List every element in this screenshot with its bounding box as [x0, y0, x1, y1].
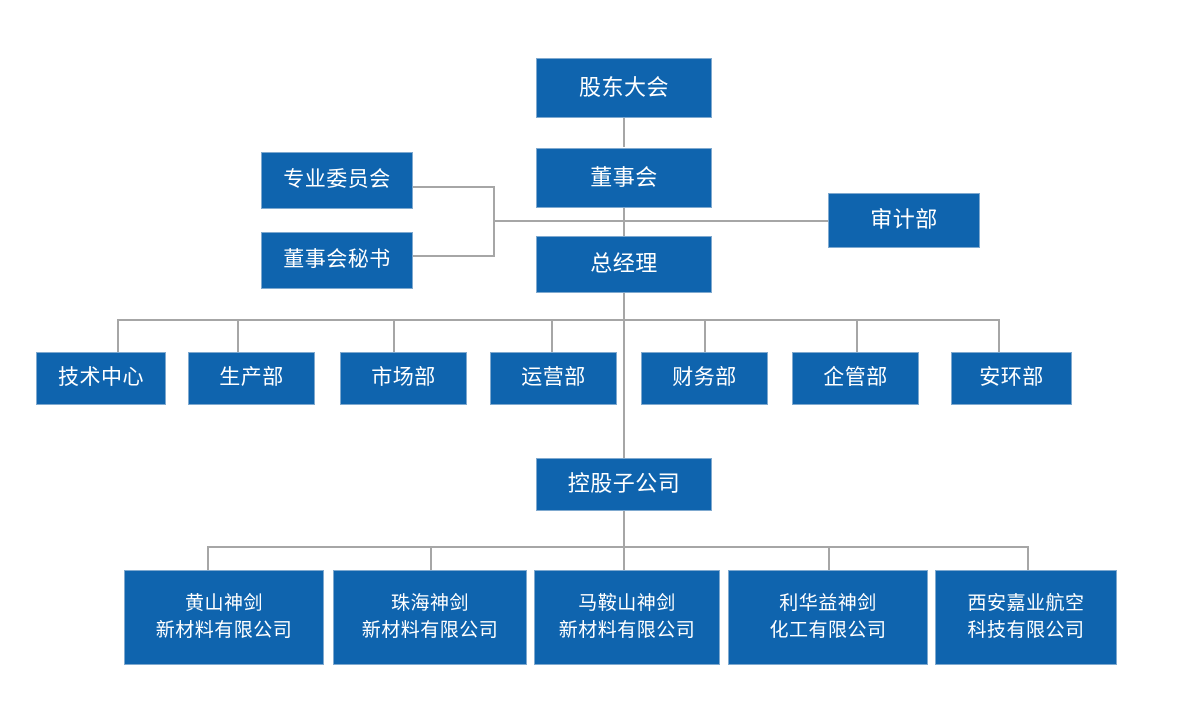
connector-drop-dept-1 — [117, 319, 119, 352]
node-department-technical-center[interactable]: 技术中心 — [36, 352, 166, 405]
node-department-marketing[interactable]: 市场部 — [340, 352, 467, 405]
node-label: 生产部 — [219, 366, 284, 390]
node-label-line1: 利华益神剑 — [779, 593, 877, 615]
node-label-line2: 化工有限公司 — [769, 619, 887, 641]
node-subsidiary-lihuayi[interactable]: 利华益神剑 化工有限公司 — [728, 570, 928, 665]
node-label: 市场部 — [371, 366, 436, 390]
node-professional-committee[interactable]: 专业委员会 — [261, 152, 413, 209]
connector-governance-bus — [493, 220, 829, 222]
node-subsidiary-zhuhai[interactable]: 珠海神剑 新材料有限公司 — [333, 570, 527, 665]
connector-department-bus — [117, 319, 1000, 321]
connector-drop-sub-3 — [623, 546, 625, 572]
node-label: 总经理 — [590, 251, 658, 277]
connector-drop-dept-2 — [237, 319, 239, 352]
node-department-enterprise-management[interactable]: 企管部 — [792, 352, 919, 405]
node-label: 企管部 — [823, 366, 888, 390]
node-label: 珠海神剑 新材料有限公司 — [334, 591, 526, 643]
connector-manager-trunk — [623, 292, 625, 460]
node-audit-department[interactable]: 审计部 — [828, 193, 980, 248]
node-board-secretary[interactable]: 董事会秘书 — [261, 232, 413, 289]
connector-drop-dept-5 — [704, 319, 706, 352]
connector-drop-dept-3 — [393, 319, 395, 352]
node-label: 安环部 — [979, 366, 1044, 390]
node-holding-subsidiaries[interactable]: 控股子公司 — [536, 458, 712, 511]
node-department-safety-environment[interactable]: 安环部 — [951, 352, 1072, 405]
node-shareholders-meeting[interactable]: 股东大会 — [536, 58, 712, 118]
node-label-line2: 新材料有限公司 — [155, 619, 293, 641]
connector-drop-dept-4 — [551, 319, 553, 352]
node-label: 运营部 — [521, 366, 586, 390]
connector-board-to-manager — [623, 207, 625, 237]
node-label: 财务部 — [672, 366, 737, 390]
node-label-line2: 科技有限公司 — [967, 619, 1085, 641]
connector-subsidiary-trunk — [623, 510, 625, 546]
node-subsidiary-xian-jiaye[interactable]: 西安嘉业航空 科技有限公司 — [935, 570, 1117, 665]
node-subsidiary-huangshan[interactable]: 黄山神剑 新材料有限公司 — [124, 570, 324, 665]
node-label: 利华益神剑 化工有限公司 — [729, 591, 927, 643]
connector-left-bracket-spine — [493, 186, 495, 257]
connector-drop-sub-5 — [1027, 546, 1029, 572]
connector-drop-dept-6 — [856, 319, 858, 352]
node-label-line2: 新材料有限公司 — [558, 619, 696, 641]
node-department-operations[interactable]: 运营部 — [490, 352, 617, 405]
connector-committee-arm — [412, 186, 495, 188]
connector-drop-sub-4 — [828, 546, 830, 572]
node-department-production[interactable]: 生产部 — [188, 352, 315, 405]
node-label-line2: 新材料有限公司 — [361, 619, 499, 641]
node-label-line1: 黄山神剑 — [184, 593, 263, 615]
node-department-finance[interactable]: 财务部 — [641, 352, 768, 405]
node-label: 技术中心 — [58, 366, 144, 390]
node-label: 控股子公司 — [567, 471, 681, 497]
node-label: 专业委员会 — [283, 168, 391, 192]
connector-subsidiary-bus — [207, 546, 1029, 548]
node-label-line1: 西安嘉业航空 — [967, 593, 1085, 615]
node-label: 黄山神剑 新材料有限公司 — [125, 591, 323, 643]
connector-drop-sub-2 — [430, 546, 432, 572]
node-label: 马鞍山神剑 新材料有限公司 — [535, 591, 719, 643]
connector-shareholders-to-board — [623, 117, 625, 147]
node-label: 董事会秘书 — [283, 248, 391, 272]
connector-secretary-arm — [412, 255, 495, 257]
node-board-of-directors[interactable]: 董事会 — [536, 148, 712, 208]
node-label-line1: 珠海神剑 — [390, 593, 469, 615]
connector-drop-dept-7 — [998, 319, 1000, 352]
node-label: 审计部 — [870, 207, 938, 233]
node-label: 股东大会 — [578, 74, 669, 100]
node-general-manager[interactable]: 总经理 — [536, 236, 712, 293]
connector-drop-sub-1 — [207, 546, 209, 572]
node-label-line1: 马鞍山神剑 — [578, 593, 676, 615]
node-label: 董事会 — [590, 164, 658, 190]
node-label: 西安嘉业航空 科技有限公司 — [936, 591, 1116, 643]
node-subsidiary-maanshan[interactable]: 马鞍山神剑 新材料有限公司 — [534, 570, 720, 665]
